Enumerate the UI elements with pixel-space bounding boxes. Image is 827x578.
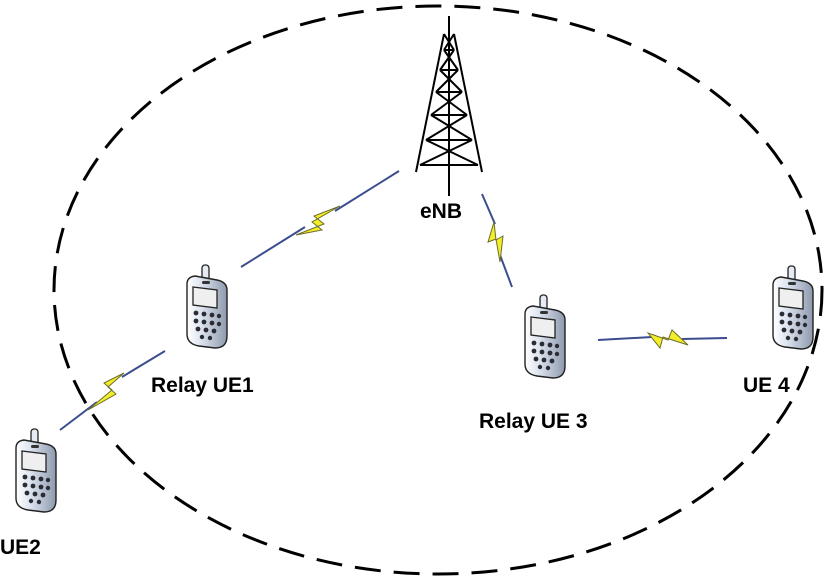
- ue2-label: UE2: [0, 536, 41, 559]
- lightning-bolt-icon: [295, 205, 341, 236]
- cell-coverage-boundary: [52, 4, 824, 576]
- ue4-phone-icon: [772, 265, 814, 350]
- relay-ue1-label: Relay UE1: [151, 374, 254, 397]
- relay-ue3-label: Relay UE 3: [479, 410, 588, 433]
- enb-label: eNB: [420, 200, 463, 223]
- lightning-bolt-icon: [646, 329, 689, 350]
- relay-ue3-phone-icon: [524, 294, 566, 379]
- lightning-bolt-icon: [487, 221, 504, 263]
- link-enb-relay-ue3: [481, 193, 513, 288]
- link-enb-relay-ue1: [240, 170, 400, 268]
- ue4-label: UE 4: [743, 374, 790, 397]
- cell-tower-icon: [415, 16, 483, 196]
- ue2-phone-icon: [15, 428, 57, 513]
- link-relay-ue1-ue2: [59, 350, 166, 431]
- lightning-bolt-icon: [87, 372, 125, 411]
- relay-ue1-phone-icon: [186, 264, 228, 349]
- link-relay-ue3-ue4: [597, 329, 728, 350]
